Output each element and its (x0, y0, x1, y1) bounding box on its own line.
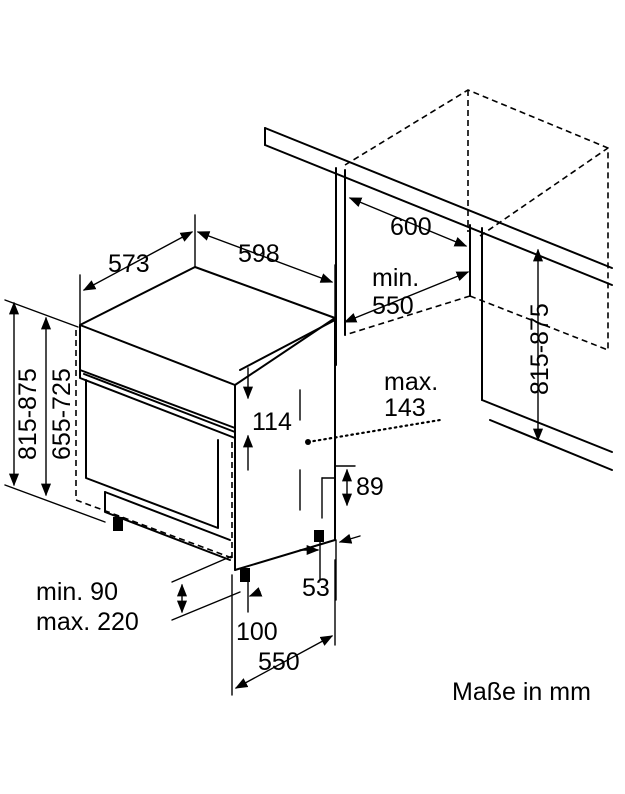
dim-max-label: max. (384, 368, 438, 396)
dim-89-text: 89 (356, 473, 384, 501)
dim-114: 114 (242, 367, 301, 511)
dim-598: 598 (196, 231, 336, 319)
dim-100-text: 100 (236, 618, 278, 646)
dim-550-bottom: 550 (234, 559, 336, 689)
dim-573: 573 (79, 214, 196, 329)
worktop (264, 127, 613, 286)
dim-feet-max-text: max. 220 (36, 608, 139, 636)
dim-89: 89 (321, 465, 384, 519)
dim-min-label: min. (372, 264, 419, 292)
niche-cabinet (335, 89, 613, 471)
dim-600-text: 600 (390, 213, 432, 241)
dim-598-text: 598 (238, 240, 280, 268)
dim-53-text: 53 (302, 574, 330, 602)
dim-min-550: min. 550 (343, 264, 470, 323)
dim-height-inner-text: 655-725 (48, 368, 76, 460)
dim-height-left-text: 815-875 (14, 368, 42, 460)
dim-53: 53 (299, 533, 361, 602)
dim-height-left: 815-875 (4, 299, 106, 523)
dim-height-right-text: 815-875 (526, 303, 554, 395)
dim-max-143: max. 143 (305, 368, 442, 445)
dishwasher (75, 266, 336, 582)
units-label: Maße in mm (452, 678, 591, 706)
dim-600: 600 (348, 197, 468, 247)
dim-550-niche-text: 550 (372, 292, 414, 320)
dim-feet-range: min. 90 max. 220 (36, 555, 241, 636)
dim-550-bottom-text: 550 (258, 648, 300, 676)
dim-114-text: 114 (252, 408, 292, 436)
dim-height-right: 815-875 (526, 248, 554, 442)
dim-143-text: 143 (384, 394, 426, 422)
dim-573-text: 573 (108, 250, 150, 278)
dim-feet-min-text: min. 90 (36, 578, 118, 606)
dim-height-inner: 655-725 (40, 316, 76, 497)
